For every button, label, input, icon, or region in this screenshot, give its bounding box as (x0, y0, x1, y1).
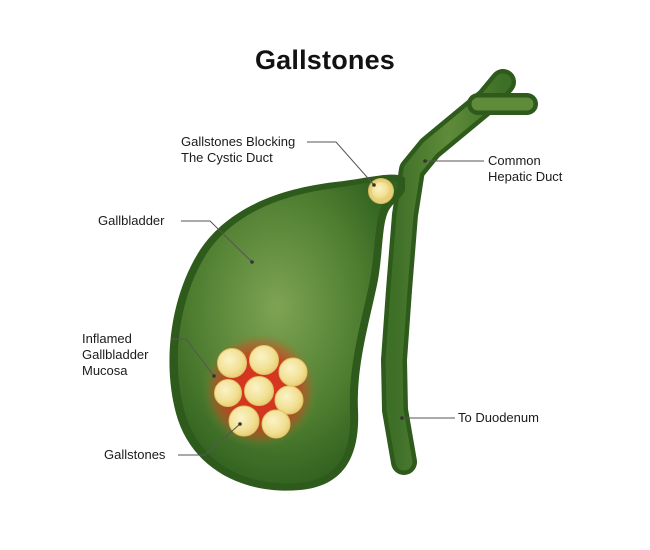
gallstone (244, 376, 274, 406)
gallstone (228, 405, 260, 437)
gallstone (214, 379, 242, 407)
label-inflamed-gallbladder-mucosa: Inflamed Gallbladder Mucosa (82, 331, 149, 379)
leader-blocking (307, 141, 375, 186)
label-line: Hepatic Duct (488, 169, 563, 184)
gallbladder-body (169, 174, 405, 491)
cystic-duct-stone (368, 178, 394, 204)
leader-gallbladder (181, 220, 253, 263)
gallstone-cluster (214, 345, 308, 439)
gallstone (261, 409, 291, 439)
label-line: The Cystic Duct (181, 150, 273, 165)
gallstone (217, 348, 247, 378)
bile-duct (381, 69, 538, 475)
label-gallbladder: Gallbladder (98, 213, 165, 228)
label-line: Gallbladder (82, 347, 149, 362)
gallstone (249, 345, 279, 375)
gallstone (274, 385, 304, 415)
leader-inflamed (171, 338, 215, 377)
label-gallstones-blocking-cystic-duct: Gallstones Blocking The Cystic Duct (181, 134, 295, 166)
diagram-title: Gallstones (254, 45, 396, 75)
label-line: Inflamed (82, 331, 132, 346)
label-line: Common (488, 153, 541, 168)
label-line: Mucosa (82, 363, 128, 378)
gallstone (278, 357, 308, 387)
label-gallstones: Gallstones (104, 447, 166, 462)
label-common-hepatic-duct: Common Hepatic Duct (488, 153, 562, 185)
leader-gallstones (178, 423, 241, 456)
leader-lines (171, 141, 484, 456)
label-line: Gallstones Blocking (181, 134, 296, 149)
label-to-duodenum: To Duodenum (458, 410, 539, 425)
